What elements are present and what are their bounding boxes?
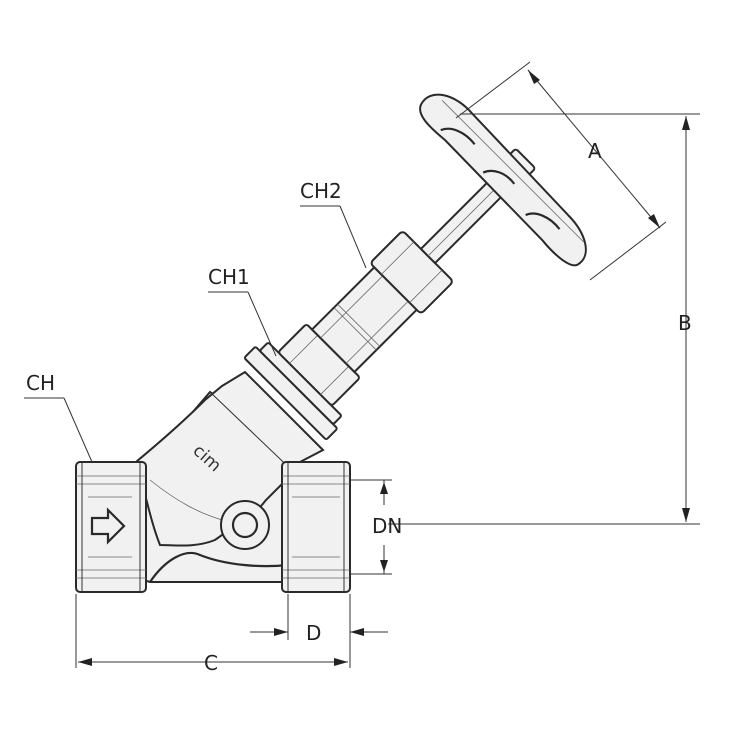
drain-port	[220, 500, 270, 550]
label-d: D	[306, 621, 321, 645]
label-b: B	[678, 311, 692, 335]
flow-direction-arrow-icon	[90, 507, 126, 545]
dimension-dn	[350, 479, 392, 575]
label-dn: DN	[372, 514, 402, 538]
right-hex-end	[281, 461, 351, 593]
dimension-d	[250, 594, 388, 640]
dimension-a	[455, 61, 667, 281]
leader-ch2	[300, 205, 367, 269]
label-ch1: CH1	[208, 265, 250, 289]
leader-ch1	[208, 291, 277, 357]
label-a: A	[588, 139, 602, 163]
dimension-c	[75, 594, 351, 668]
label-c: C	[204, 651, 218, 675]
dimension-b	[388, 113, 700, 525]
left-hex-end	[75, 461, 147, 593]
leader-ch	[24, 397, 93, 463]
label-ch2: CH2	[300, 179, 342, 203]
bonnet-assembly	[243, 93, 587, 441]
label-ch: CH	[26, 371, 55, 395]
